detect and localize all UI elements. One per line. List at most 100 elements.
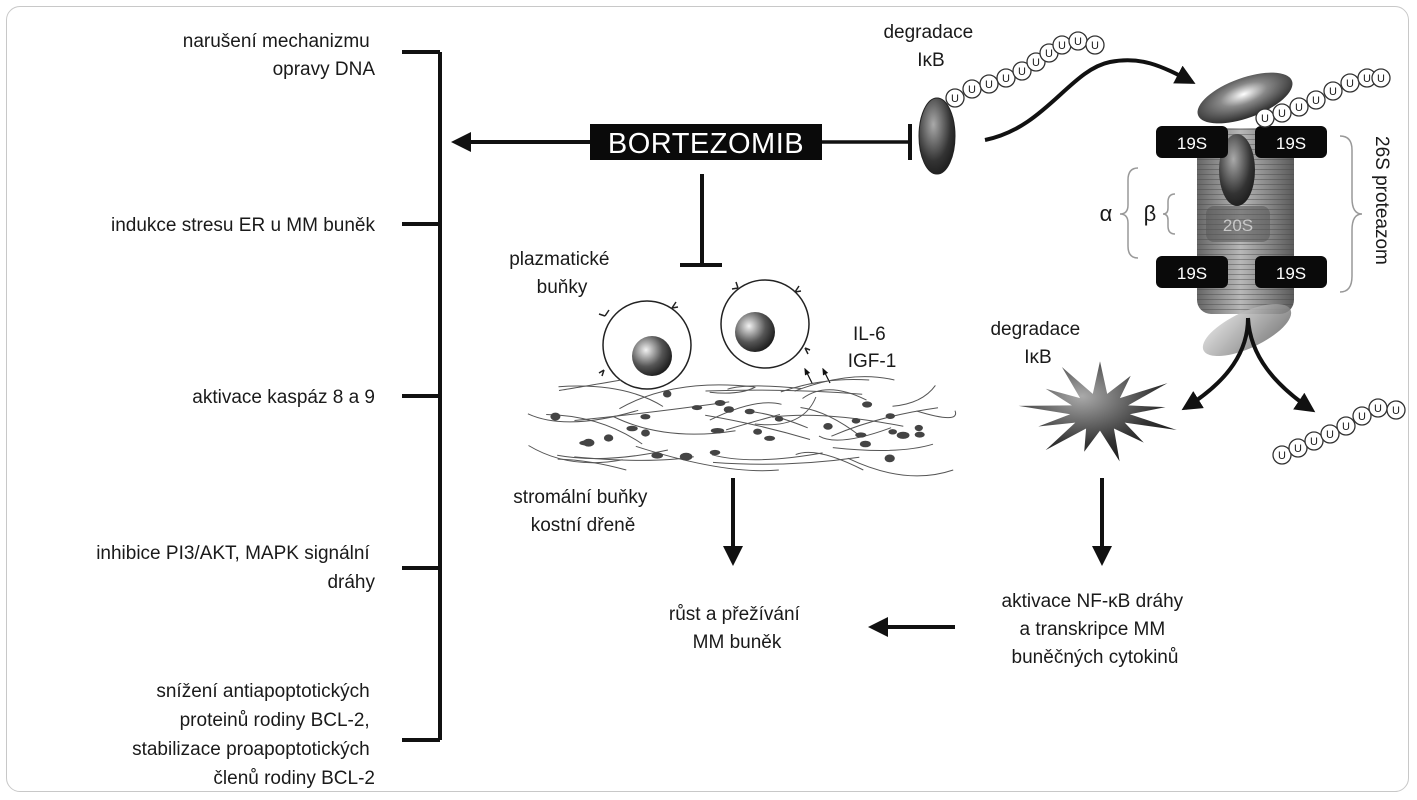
stroma-nucleus [691, 405, 703, 411]
ubiquitin-bead-label: U [1342, 421, 1350, 433]
alpha-label: α [1100, 201, 1113, 226]
ubiquitin-bead-label: U [968, 84, 976, 96]
ubiquitin-bead [1306, 90, 1326, 110]
cap-19s-bottom-left-label: 19S [1177, 264, 1207, 283]
ubiquitin-bead-label: U [1358, 411, 1366, 423]
stroma-fibre [557, 449, 669, 460]
stroma-nucleus [823, 423, 833, 430]
ubiquitin-bead [1371, 68, 1391, 88]
ubiquitin-bead-label: U [1377, 73, 1385, 85]
stroma-fibre [727, 385, 802, 390]
stroma-nucleus [914, 424, 923, 432]
proteasome-top-cap [1197, 72, 1293, 124]
cap-19s-top-right [1255, 126, 1327, 158]
cap-19s-top-right-label: 19S [1276, 134, 1306, 153]
proteasome: 20S 19S 19S 19S 19S α β 26S proteazom [1100, 72, 1392, 357]
ubiquitin-bead-label: U [1326, 429, 1334, 441]
stromal-cells-label: stromální buňky kostní dřeně [513, 487, 652, 536]
nfkb-label: aktivace NF-κB dráhy a transkripce MM bu… [1002, 591, 1189, 668]
core-20s-box [1206, 206, 1270, 242]
beta-brace [1162, 193, 1176, 235]
stroma-fibre [800, 407, 862, 437]
stroma-fibre [574, 401, 730, 421]
stroma-nucleus [862, 401, 873, 408]
ubiquitin-bead-label: U [1363, 73, 1371, 85]
ubiquitin-bead [1386, 400, 1406, 420]
degraded-ikb-fragments [1018, 361, 1177, 462]
stroma-fibre [574, 456, 694, 461]
stroma-fibre [709, 402, 782, 421]
stroma-nucleus [651, 452, 663, 459]
ubiquitin-bead [945, 88, 965, 108]
ubiquitin-bead-label: U [1295, 102, 1303, 114]
stroma-nucleus [764, 435, 776, 441]
stroma-nucleus [774, 416, 784, 422]
ubiquitin-bead [1323, 81, 1343, 101]
effect-er-stress: indukce stresu ER u MM buněk [111, 215, 376, 236]
ubiquitin-bead-label: U [1091, 40, 1099, 52]
ubiquitin-bead-label: U [1329, 86, 1337, 98]
stroma-nucleus [859, 440, 872, 448]
stroma-nucleus [753, 428, 762, 435]
ubiquitin-bead [1320, 424, 1340, 444]
stroma-fibre [780, 378, 870, 393]
stroma-nucleus [640, 414, 651, 420]
ubiquitin-bead [1272, 445, 1292, 465]
ubiquitin-bead [1272, 103, 1292, 123]
growth-label: růst a přežívání MM buněk [669, 604, 805, 653]
cap-19s-bottom-right-label: 19S [1276, 264, 1306, 283]
ubiquitin-bead [996, 68, 1016, 88]
ubiquitin-bead-label: U [1392, 405, 1400, 417]
ubiquitin-bead [1012, 61, 1032, 81]
plasma-cell-left [598, 300, 692, 390]
effect-bcl2: snížení antiapoptotických proteinů rodin… [132, 681, 375, 789]
stroma-fibre [705, 414, 811, 440]
plasma-cell-right [720, 279, 811, 369]
stroma-nucleus [663, 390, 672, 398]
proteasome-name: 26S proteazom [1371, 136, 1392, 265]
stroma-nucleus [679, 452, 693, 461]
stroma-nucleus [885, 413, 895, 419]
ubiquitin-bead-label: U [1312, 95, 1320, 107]
ikb-protein [918, 97, 956, 175]
stroma-fibre [892, 385, 936, 407]
cap-19s-bottom-left [1156, 256, 1228, 288]
stroma-nucleus [714, 400, 726, 406]
ubiquitin-bead-label: U [1058, 40, 1066, 52]
ubiquitin-bead-label: U [1294, 443, 1302, 455]
stroma-nucleus [888, 429, 897, 435]
ubiquitin-bead [1352, 406, 1372, 426]
cytokines-label: IL-6 IGF-1 [848, 324, 897, 372]
stroma-nucleus [626, 425, 638, 432]
ubiquitin-bead-label: U [985, 79, 993, 91]
stroma-nucleus [641, 429, 650, 437]
cap-19s-bottom-right [1255, 256, 1327, 288]
plasma-cells-label: plazmatické buňky [509, 249, 615, 298]
beta-label: β [1144, 201, 1157, 226]
stroma-fibre [818, 427, 892, 441]
cytokine-arrow-1 [804, 367, 813, 384]
ubiquitin-bead [1288, 438, 1308, 458]
ubiquitin-bead-label: U [1018, 66, 1026, 78]
core-20s-label: 20S [1223, 216, 1253, 235]
stroma-nucleus [744, 408, 755, 415]
arrow-to-free-ubiquitin [1246, 317, 1316, 413]
bortezomib-box [590, 124, 822, 160]
ubiquitin-bead-label: U [1374, 403, 1382, 415]
stroma-nucleus [603, 434, 614, 442]
ubiquitin-bead-label: U [1278, 108, 1286, 120]
stroma-nucleus [851, 418, 861, 424]
effects-bracket [402, 50, 442, 742]
ubiquitin-bead [1304, 431, 1324, 451]
ubiquitin-bead-label: U [1278, 450, 1286, 462]
stroma-nucleus [896, 431, 910, 439]
stroma-nucleus [709, 449, 721, 456]
stroma-fibre [705, 389, 863, 395]
stroma-fibre [527, 409, 639, 423]
inhibit-ikb [822, 124, 912, 160]
arrow-to-proteasome [984, 58, 1196, 142]
cap-19s-top-left [1156, 126, 1228, 158]
stroma-nucleus [914, 431, 925, 438]
stroma-nucleus [723, 406, 735, 413]
